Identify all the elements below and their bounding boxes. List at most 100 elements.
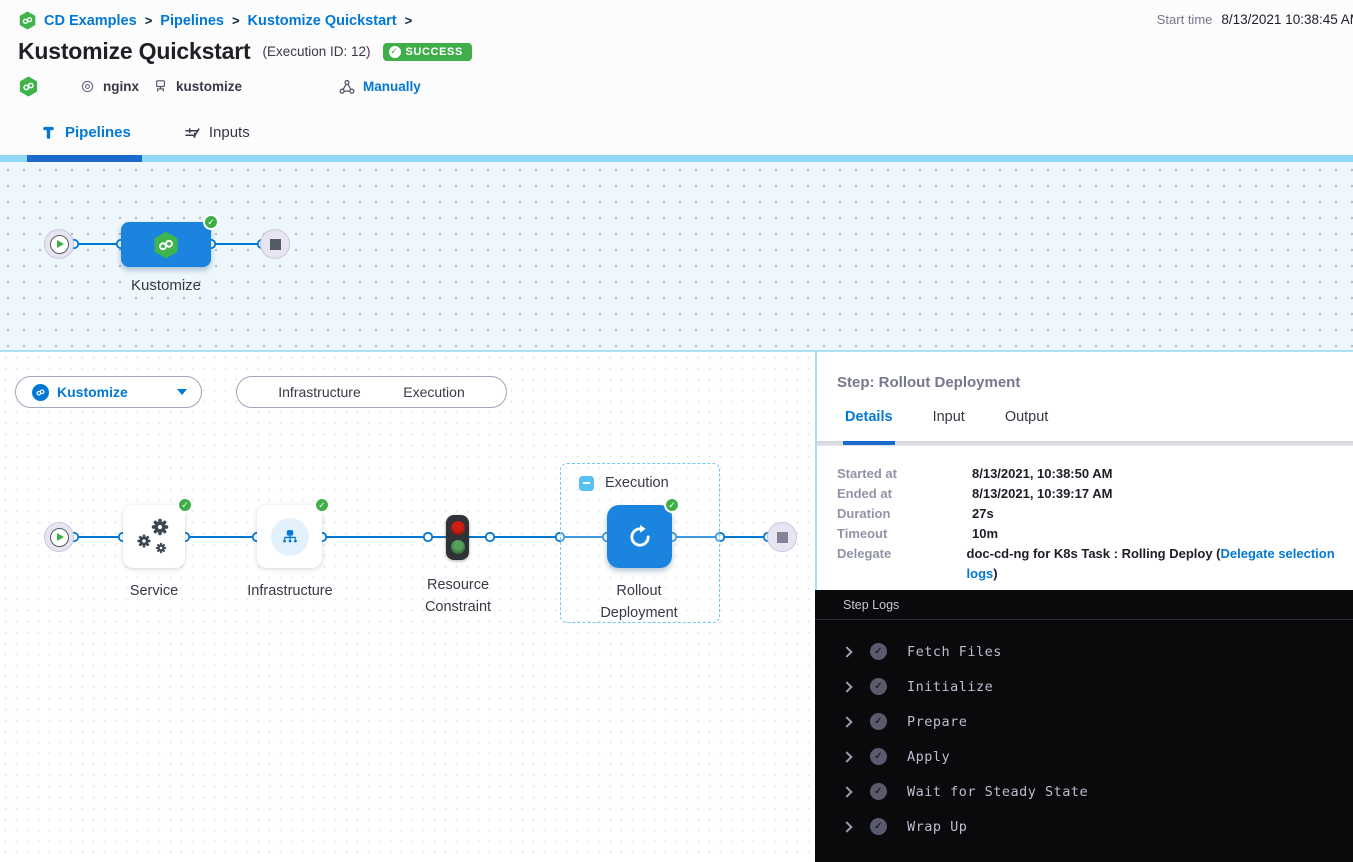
stop-icon bbox=[777, 532, 788, 543]
success-check-icon: ✓ bbox=[314, 497, 330, 513]
infrastructure-icon bbox=[271, 518, 309, 556]
detail-value: 27s bbox=[972, 504, 994, 524]
log-section-row[interactable]: ✓ Wait for Steady State bbox=[815, 774, 1353, 809]
log-section-label: Prepare bbox=[907, 714, 967, 730]
log-section-label: Initialize bbox=[907, 679, 993, 695]
play-icon bbox=[50, 528, 69, 547]
breadcrumb-separator: > bbox=[405, 13, 413, 28]
success-check-icon: ✓ bbox=[870, 818, 887, 835]
tab-details[interactable]: Details bbox=[845, 409, 893, 425]
execution-group-label: Execution bbox=[605, 475, 669, 491]
step-panel-title: Step: Rollout Deployment bbox=[837, 374, 1020, 391]
service-tag: nginx bbox=[79, 78, 139, 95]
traffic-light-green bbox=[451, 540, 465, 554]
top-tabbar: Pipelines Inputs bbox=[0, 110, 1353, 155]
step-node-service[interactable]: ✓ bbox=[123, 505, 185, 568]
breadcrumb-cd-examples[interactable]: CD Examples bbox=[44, 13, 137, 29]
harness-stage-icon bbox=[152, 231, 180, 259]
log-section-row[interactable]: ✓ Apply bbox=[815, 739, 1353, 774]
breadcrumb-kustomize-quickstart[interactable]: Kustomize Quickstart bbox=[248, 13, 397, 29]
success-check-icon: ✓ bbox=[870, 783, 887, 800]
step-details-top: Step: Rollout Deployment Details Input O… bbox=[815, 352, 1353, 590]
detail-row: Duration 27s bbox=[817, 504, 1353, 524]
detail-value: doc-cd-ng for K8s Task : Rolling Deploy … bbox=[967, 544, 1353, 584]
environment-tag-label: kustomize bbox=[176, 79, 242, 94]
delegate-text: doc-cd-ng for K8s Task : Rolling Deploy … bbox=[967, 546, 1221, 561]
detail-row: Started at 8/13/2021, 10:38:50 AM bbox=[817, 464, 1353, 484]
panel-tab-underline bbox=[817, 441, 1353, 446]
log-section-row[interactable]: ✓ Wrap Up bbox=[815, 809, 1353, 844]
lower-split: Kustomize Infrastructure Execution bbox=[0, 352, 1353, 862]
breadcrumb-separator: > bbox=[145, 13, 153, 28]
detail-value: 10m bbox=[972, 524, 998, 544]
detail-value: 8/13/2021, 10:39:17 AM bbox=[972, 484, 1112, 504]
environment-tag: kustomize bbox=[152, 78, 242, 95]
step-label-infrastructure: Infrastructure bbox=[234, 580, 346, 602]
play-icon bbox=[50, 235, 69, 254]
expand-chevron-icon[interactable] bbox=[841, 716, 852, 727]
step-label-rollout-deployment: Rollout Deployment bbox=[584, 580, 694, 624]
pipeline-start-node[interactable] bbox=[44, 229, 74, 259]
detail-row: Ended at 8/13/2021, 10:39:17 AM bbox=[817, 484, 1353, 504]
expand-chevron-icon[interactable] bbox=[841, 646, 852, 657]
stage-node-kustomize[interactable]: ✓ bbox=[121, 222, 211, 267]
inputs-icon bbox=[183, 124, 201, 142]
active-panel-tab-indicator bbox=[843, 441, 895, 445]
pipeline-end-node[interactable] bbox=[260, 229, 290, 259]
tab-inputs[interactable]: Inputs bbox=[183, 124, 250, 142]
tags-row: nginx kustomize Manually bbox=[18, 76, 421, 97]
pipeline-stage-graph: ✓ Kustomize bbox=[0, 162, 1353, 352]
log-section-row[interactable]: ✓ Prepare bbox=[815, 704, 1353, 739]
log-section-label: Wrap Up bbox=[907, 819, 967, 835]
trigger-tag-label[interactable]: Manually bbox=[363, 79, 421, 94]
execution-canvas: Kustomize Infrastructure Execution bbox=[0, 352, 815, 862]
tab-input[interactable]: Input bbox=[933, 409, 965, 425]
tab-pipelines-label: Pipelines bbox=[65, 124, 131, 141]
success-check-icon: ✓ bbox=[870, 713, 887, 730]
target-icon bbox=[79, 78, 96, 95]
environment-icon bbox=[152, 78, 169, 95]
rollout-refresh-icon bbox=[626, 523, 654, 551]
execution-end-node[interactable] bbox=[767, 522, 797, 552]
success-check-icon: ✓ bbox=[203, 214, 219, 230]
start-time-label: Start time bbox=[1157, 12, 1213, 27]
expand-chevron-icon[interactable] bbox=[841, 821, 852, 832]
step-label-service: Service bbox=[114, 580, 194, 602]
delegate-text-close: ) bbox=[993, 566, 997, 581]
step-node-rollout-deployment[interactable]: ✓ bbox=[607, 505, 672, 568]
detail-label: Timeout bbox=[817, 524, 972, 544]
tab-output[interactable]: Output bbox=[1005, 409, 1049, 425]
detail-label: Delegate bbox=[817, 544, 967, 584]
title-row: Kustomize Quickstart (Execution ID: 12) … bbox=[18, 38, 472, 65]
detail-row-delegate: Delegate doc-cd-ng for K8s Task : Rollin… bbox=[817, 544, 1353, 584]
execution-id: (Execution ID: 12) bbox=[262, 44, 370, 59]
detail-label: Duration bbox=[817, 504, 972, 524]
expand-chevron-icon[interactable] bbox=[841, 751, 852, 762]
detail-row: Timeout 10m bbox=[817, 524, 1353, 544]
pipelines-icon bbox=[40, 124, 57, 141]
step-node-resource-constraint[interactable] bbox=[446, 515, 469, 560]
collapse-icon[interactable] bbox=[579, 476, 594, 491]
expand-chevron-icon[interactable] bbox=[841, 681, 852, 692]
check-icon: ✓ bbox=[389, 46, 401, 58]
stage-label: Kustomize bbox=[121, 277, 211, 294]
success-check-icon: ✓ bbox=[870, 643, 887, 660]
start-time: Start time 8/13/2021 10:38:45 AM bbox=[1157, 12, 1353, 27]
log-section-row[interactable]: ✓ Initialize bbox=[815, 669, 1353, 704]
active-tab-indicator bbox=[27, 155, 142, 162]
step-logs-list: ✓ Fetch Files ✓ Initialize ✓ Prepare bbox=[815, 620, 1353, 844]
harness-cd-icon bbox=[18, 76, 39, 97]
execution-start-node[interactable] bbox=[44, 522, 74, 552]
breadcrumb-pipelines[interactable]: Pipelines bbox=[160, 13, 224, 29]
success-check-icon: ✓ bbox=[870, 678, 887, 695]
log-section-row[interactable]: ✓ Fetch Files bbox=[815, 634, 1353, 669]
step-node-infrastructure[interactable]: ✓ bbox=[257, 505, 322, 568]
expand-chevron-icon[interactable] bbox=[841, 786, 852, 797]
tab-pipelines[interactable]: Pipelines bbox=[40, 124, 131, 141]
tab-inputs-label: Inputs bbox=[209, 124, 250, 141]
trigger-tag[interactable]: Manually bbox=[338, 78, 421, 96]
stop-icon bbox=[270, 239, 281, 250]
webhook-icon bbox=[338, 78, 356, 96]
start-time-value: 8/13/2021 10:38:45 AM bbox=[1221, 12, 1353, 27]
